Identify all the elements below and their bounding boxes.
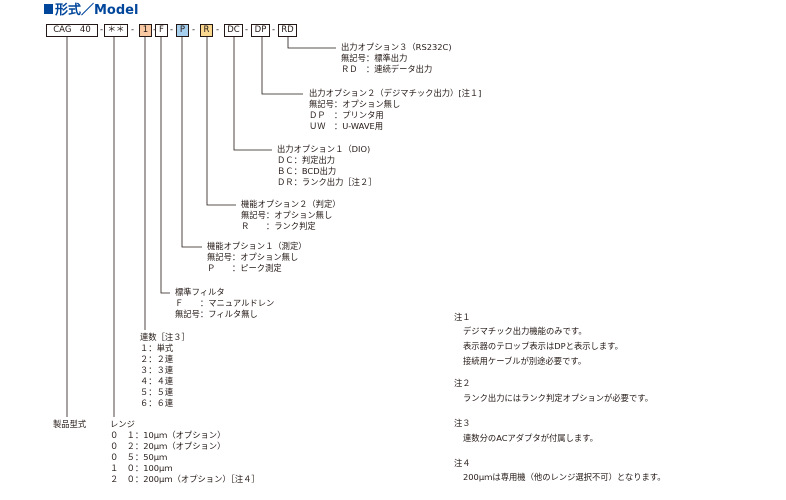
connector-out3 <box>287 37 336 49</box>
func2-item: Ｒ ：ランク判定 <box>241 221 316 231</box>
note-line: 連数分のACアダプタが付属します。 <box>463 433 598 443</box>
connector-filter <box>160 37 170 294</box>
square-bullet-icon <box>44 4 53 14</box>
code-box-range: ＊＊ <box>104 24 128 37</box>
out2-item: ＤＰ ：プリンタ用 <box>309 110 384 120</box>
page-title-text: 形式／Model <box>55 3 139 18</box>
out3-item: ＲＤ ：連続データ出力 <box>341 64 433 74</box>
func1-item: 無記号：オプション無し <box>207 252 299 262</box>
stations-item: ４：４連 <box>140 376 174 386</box>
stations-item: ２：２連 <box>140 354 174 364</box>
model-heading: 製品型式 <box>53 419 87 429</box>
code-box-model: CAG 40 <box>46 24 98 37</box>
range-item: ０ ２：20μｍ（オプション） <box>110 441 226 451</box>
code-separator: - <box>131 25 135 35</box>
out1-heading: 出力オプション１（DIO) <box>277 144 371 154</box>
code-box-func2: R <box>200 24 213 37</box>
code-box-stations: 1 <box>139 24 152 37</box>
filter-item: 無記号：フィルタ無し <box>175 309 258 319</box>
out1-item: ＤＲ：ランク出力［注２］ <box>277 177 377 187</box>
connector-func2 <box>206 37 236 206</box>
stations-item: ６：６連 <box>140 398 174 408</box>
func1-heading: 機能オプション１（測定） <box>207 241 307 251</box>
stations-item: １：単式 <box>140 343 174 353</box>
out3-heading: 出力オプション３（RS232C) <box>341 42 452 52</box>
note-label: 注４ <box>454 458 471 468</box>
stations-item: ３：３連 <box>140 365 174 375</box>
range-item: ２ ０：200μｍ（オプション）［注４］ <box>110 474 260 484</box>
note-label: 注３ <box>454 418 471 428</box>
code-separator: - <box>153 25 157 35</box>
filter-item: Ｆ ：マニュアルドレン <box>175 298 275 308</box>
out1-item: ＢＣ：BCD出力 <box>277 166 337 176</box>
func1-item: Ｐ ：ピーク測定 <box>207 263 282 273</box>
code-separator: - <box>272 25 276 35</box>
code-box-out3: RD <box>278 24 297 37</box>
func2-heading: 機能オプション２（判定） <box>241 199 341 209</box>
code-box-filter: F <box>155 24 168 37</box>
out2-heading: 出力オプション２（デジマチック出力）[注１] <box>309 88 482 98</box>
note-line: 表示器のテロップ表示はDPと表示します。 <box>463 341 623 351</box>
range-item: ０ ５：50μｍ <box>110 452 168 462</box>
stations-item: ５：５連 <box>140 387 174 397</box>
range-item: ０ １：10μｍ（オプション） <box>110 430 226 440</box>
out2-item: ＵＷ ：U-WAVE用 <box>309 121 384 131</box>
page-title: 形式／Model <box>44 0 138 18</box>
note-line: 接続用ケーブルが別途必要です。 <box>463 356 587 366</box>
note-label: 注２ <box>454 378 471 388</box>
code-box-out1: DC <box>224 24 243 37</box>
connector-func1 <box>181 37 202 248</box>
code-box-out2: DP <box>251 24 270 37</box>
note-label: 注１ <box>454 312 471 322</box>
code-separator: - <box>245 25 249 35</box>
range-item: １ ０：100μｍ <box>110 463 173 473</box>
code-separator: - <box>192 25 196 35</box>
note-line: デジマチック出力機能のみです。 <box>463 326 587 336</box>
filter-heading: 標準フィルタ <box>175 287 225 297</box>
code-separator: - <box>100 25 104 35</box>
code-box-func1: P <box>176 24 189 37</box>
out1-item: ＤＣ：判定出力 <box>277 155 336 165</box>
out2-item: 無記号：オプション無し <box>309 99 401 109</box>
note-line: 200μｍは専用機（他のレンジ選択不可）となります。 <box>463 472 666 482</box>
stations-heading: 連数［注３］ <box>140 332 190 342</box>
func2-item: 無記号：オプション無し <box>241 210 333 220</box>
code-separator: - <box>216 25 220 35</box>
note-line: ランク出力にはランク判定オプションが必要です。 <box>463 393 654 403</box>
connector-out2 <box>261 37 303 95</box>
code-separator: - <box>170 25 174 35</box>
range-heading: レンジ <box>110 419 135 429</box>
connector-out1 <box>233 37 272 151</box>
out3-item: 無記号：標準出力 <box>341 53 408 63</box>
